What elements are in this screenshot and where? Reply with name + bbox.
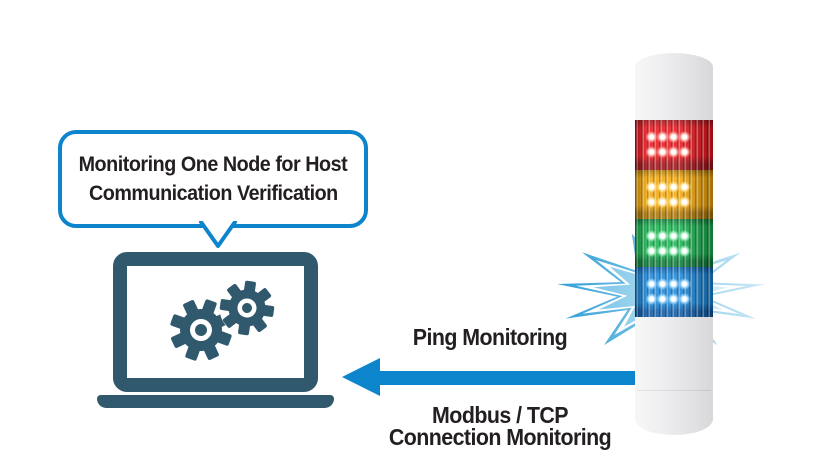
- gear-large-icon: [170, 299, 232, 361]
- tower-cap: [635, 53, 713, 120]
- gears-icon: [170, 280, 275, 361]
- speech-bubble: Monitoring One Node for Host Communicati…: [58, 130, 368, 228]
- laptop-base: [97, 395, 334, 408]
- tower-segment-green: [635, 219, 713, 267]
- tower-segment-blue: [635, 267, 713, 317]
- tower-lens-stack: [635, 120, 713, 317]
- modbus-tcp-label-line1: Modbus / TCP: [432, 402, 568, 428]
- led-dots: [646, 179, 691, 209]
- signal-tower: [635, 53, 713, 435]
- speech-bubble-tail: [199, 221, 237, 248]
- led-dots: [646, 228, 691, 258]
- speech-bubble-line1: Monitoring One Node for Host: [78, 152, 348, 176]
- gear-small-icon: [219, 280, 275, 336]
- speech-bubble-line2: Communication Verification: [88, 181, 338, 205]
- modbus-tcp-label-line2: Connection Monitoring: [388, 424, 612, 450]
- led-dots: [646, 129, 691, 159]
- tower-base: [635, 317, 713, 435]
- led-dots: [646, 276, 691, 306]
- tower-segment-amber: [635, 170, 713, 219]
- laptop-screen: [113, 252, 318, 392]
- left-arrow-icon: [342, 358, 640, 396]
- tower-segment-red: [635, 120, 713, 170]
- modbus-tcp-label: Modbus / TCP Connection Monitoring: [365, 402, 635, 450]
- ping-monitoring-label: Ping Monitoring: [412, 324, 568, 350]
